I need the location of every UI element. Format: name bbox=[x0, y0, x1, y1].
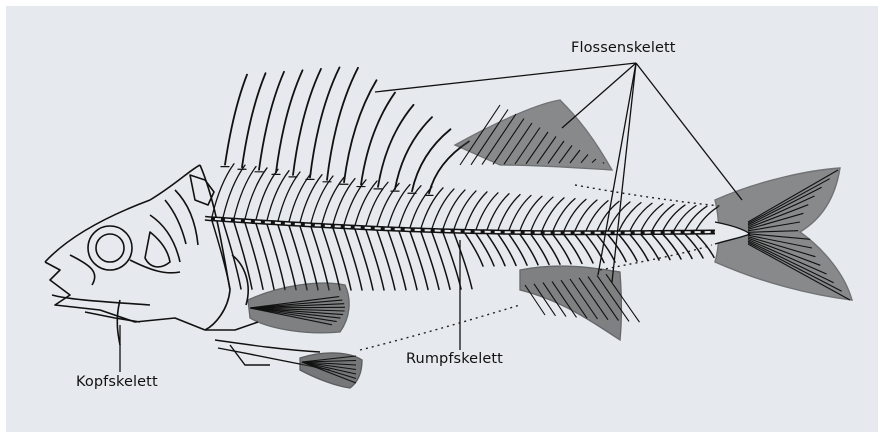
rib bbox=[465, 233, 483, 266]
rib bbox=[300, 226, 318, 290]
dorsal-spine bbox=[344, 80, 377, 182]
soft-dorsal-ray bbox=[603, 162, 604, 163]
rib bbox=[377, 230, 395, 290]
rib bbox=[443, 233, 461, 289]
neural-spine bbox=[234, 167, 256, 219]
neural-spine bbox=[355, 181, 377, 225]
rib bbox=[520, 234, 538, 264]
rib bbox=[476, 234, 494, 266]
rib bbox=[399, 231, 417, 289]
neural-spines bbox=[212, 164, 718, 231]
neural-spine bbox=[300, 175, 322, 223]
dorsal-spine bbox=[259, 72, 284, 170]
leader-fins-dorsal bbox=[375, 63, 636, 92]
label-head-skeleton: Kopfskelett bbox=[76, 374, 158, 390]
neural-spine bbox=[432, 189, 454, 229]
neural-spine bbox=[267, 171, 289, 221]
dorsal-spine bbox=[276, 70, 303, 172]
soft-dorsal-fin bbox=[455, 100, 612, 170]
neural-spine bbox=[333, 179, 355, 225]
pectoral-ray bbox=[250, 307, 345, 308]
leader-fins-anal-2 bbox=[612, 63, 636, 282]
rib bbox=[322, 228, 340, 290]
dorsal-spine bbox=[361, 93, 395, 185]
dorsal-spine bbox=[378, 105, 414, 187]
rib bbox=[487, 234, 505, 266]
anal-fin bbox=[520, 266, 640, 340]
rib bbox=[333, 228, 351, 290]
rib bbox=[410, 232, 428, 290]
rib bbox=[696, 234, 714, 257]
rib bbox=[421, 232, 439, 289]
rib bbox=[564, 235, 582, 264]
rib bbox=[344, 229, 362, 290]
dorsal-fin-spines bbox=[221, 67, 469, 195]
rib bbox=[542, 235, 560, 265]
neural-spine bbox=[245, 168, 267, 219]
neural-spine bbox=[399, 186, 421, 228]
rib bbox=[498, 234, 516, 265]
rib bbox=[267, 224, 285, 289]
pectoral-fin bbox=[248, 283, 349, 333]
head-skeleton bbox=[45, 165, 258, 345]
rib bbox=[355, 229, 373, 290]
rib bbox=[234, 222, 252, 289]
rib bbox=[256, 224, 274, 290]
neural-spine bbox=[377, 183, 399, 226]
caudal-fin bbox=[715, 168, 852, 300]
pelvic-fin bbox=[300, 353, 362, 388]
neural-spine bbox=[311, 176, 333, 223]
neural-spine bbox=[421, 188, 443, 228]
neural-spine bbox=[443, 190, 465, 229]
dorsal-spine bbox=[412, 129, 451, 191]
neural-spine bbox=[454, 191, 476, 229]
rib bbox=[454, 233, 472, 289]
vertebral-column bbox=[205, 218, 715, 233]
rib bbox=[509, 234, 527, 265]
leader-fins-soft-dorsal bbox=[562, 63, 636, 128]
label-trunk-skeleton: Rumpfskelett bbox=[406, 351, 503, 367]
rib bbox=[531, 235, 549, 265]
neural-spine bbox=[256, 169, 278, 219]
neural-spine bbox=[212, 164, 234, 217]
rib bbox=[575, 235, 593, 263]
rib bbox=[553, 235, 571, 264]
rib bbox=[432, 232, 450, 289]
dorsal-spine bbox=[395, 117, 432, 189]
rib bbox=[278, 225, 296, 290]
label-fin-skeleton: Flossenskelett bbox=[571, 40, 676, 56]
rib bbox=[289, 226, 307, 290]
neural-spine bbox=[289, 173, 311, 221]
rib bbox=[388, 231, 406, 290]
rib bbox=[311, 227, 329, 290]
neural-spine bbox=[278, 172, 300, 221]
leader-fins-caudal bbox=[636, 63, 742, 200]
neural-spine bbox=[696, 207, 718, 230]
rib bbox=[212, 221, 230, 289]
neural-spine bbox=[223, 165, 245, 217]
rib bbox=[366, 230, 384, 290]
